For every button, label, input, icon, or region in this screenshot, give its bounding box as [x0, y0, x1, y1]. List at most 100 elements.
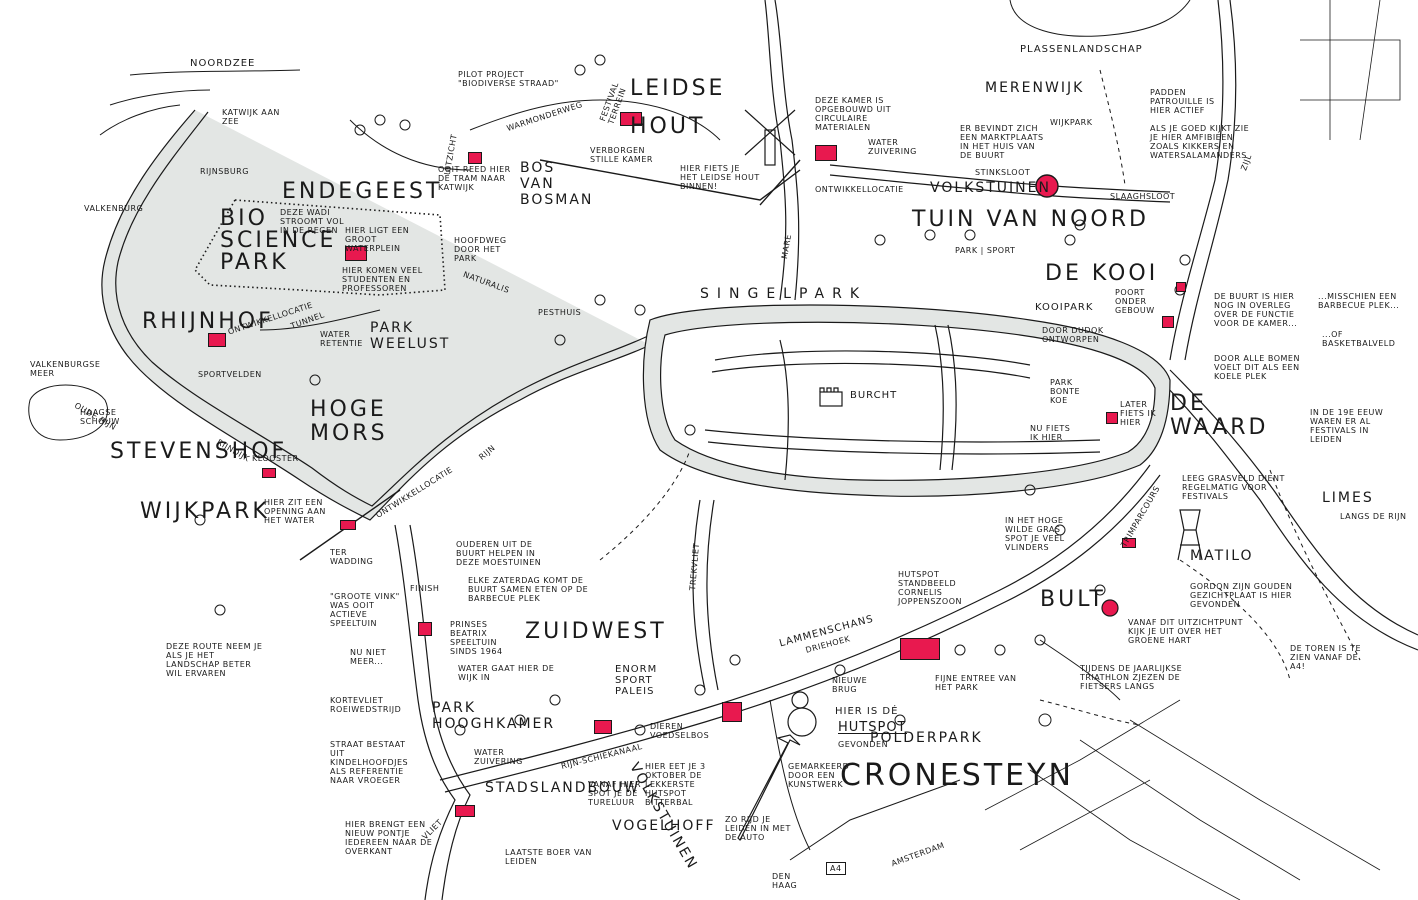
- label-wijkpark-sw: WIJKPARK: [140, 499, 270, 524]
- label-volkstuinen-n: VOLKSTUINEN: [930, 180, 1051, 196]
- hutspot-pot-icon: [787, 691, 817, 737]
- pin-bonte-koe[interactable]: [1106, 412, 1118, 424]
- note-hutspot-beeld: HUTSPOT STANDBEELD CORNELIS JOPPENSZOON: [898, 570, 962, 606]
- note-later-fiets: LATER FIETS IK HIER: [1120, 400, 1157, 427]
- pin-vlinders[interactable]: [1122, 538, 1136, 548]
- label-cronesteyn: CRONESTEYN: [840, 758, 1074, 793]
- note-buurt-overleg: DE BUURT IS HIER NOG IN OVERLEG OVER DE …: [1214, 292, 1298, 328]
- label-a4: A4: [826, 862, 846, 875]
- note-koele-plek: DOOR ALLE BOMEN VOELT DIT ALS EEN KOELE …: [1214, 354, 1300, 381]
- note-water-retentie: WATER RETENTIE: [320, 330, 363, 348]
- note-dierenvoedselbos: DIEREN VOEDSELBOS: [650, 722, 710, 740]
- coast-noordzee: [99, 69, 301, 136]
- trees: [194, 54, 1191, 736]
- label-singelpark: SINGELPARK: [700, 286, 868, 302]
- waterways: [101, 0, 1418, 900]
- note-festivals-19: IN DE 19e EEUW WAREN ER AL FESTIVALS IN …: [1310, 408, 1384, 444]
- note-waterzuivering-s: WATER ZUIVERING: [474, 748, 523, 766]
- label-pesthuis: PESTHUIS: [538, 308, 582, 317]
- note-ouderen: OUDEREN UIT DE BUURT HELPEN IN DEZE MOES…: [456, 540, 542, 567]
- pin-bio-science[interactable]: [345, 246, 367, 261]
- note-wadi: DEZE WADI STROOMT VOL IN DE REGEN: [280, 208, 345, 235]
- pin-sportpaleis[interactable]: [594, 720, 612, 734]
- note-hutspot-a: HIER IS DÉ: [835, 706, 899, 717]
- note-kortevliet: KORTEVLIET ROEIWEDSTRIJD: [330, 696, 402, 714]
- note-groote-vink: "GROOTE VINK" WAS OOIT ACTIEVE SPEELTUIN: [330, 592, 400, 628]
- pin-circulaire-kamer[interactable]: [815, 145, 837, 161]
- pin-ter-wadding[interactable]: [340, 520, 356, 530]
- note-bitterbal: HIER EET JE 3 OKTOBER DE LEKKERSTE HUTSP…: [645, 762, 706, 807]
- label-wijkpark-n: WIJKPARK: [1050, 118, 1093, 127]
- note-triathlon: TIJDENS DE JAARLIJKSE TRIATHLON ZJEZEN D…: [1080, 664, 1183, 691]
- label-endegeest: ENDEGEEST: [282, 179, 443, 204]
- label-noordzee: NOORDZEE: [190, 58, 256, 69]
- marker-circle-bult: [1101, 599, 1119, 617]
- pin-dierenvoedselbos[interactable]: [722, 702, 742, 722]
- note-pontje: HIER BRENGT EEN NIEUW PONTJE IEDEREEN NA…: [345, 820, 433, 856]
- label-valkenburgse-meer: VALKENBURGSE MEER: [30, 360, 101, 378]
- note-pilot: PILOT PROJECT "BIODIVERSE STRAAD": [458, 70, 559, 88]
- note-hoofdweg: HOOFDWEG DOOR HET PARK: [454, 236, 507, 263]
- note-deze-route: DEZE ROUTE NEEM JE ALS JE HET LANDSCHAP …: [166, 642, 263, 678]
- label-finish: FINISH: [410, 584, 440, 593]
- pin-kloosterhof[interactable]: [262, 468, 276, 478]
- note-amfibieen: ALS JE GOED KIJKT ZIE JE HIER AMFIBIEEN …: [1150, 124, 1250, 160]
- label-limes-sub: LANGS DE RIJN: [1340, 512, 1407, 521]
- note-fijne-entree: FIJNE ENTREE VAN HET PARK: [935, 674, 1017, 692]
- label-bos-van-bosman: BOS VAN BOSMAN: [520, 160, 594, 208]
- label-katwijk: KATWIJK AAN ZEE: [222, 108, 280, 126]
- pin-fijne-entree[interactable]: [900, 638, 940, 660]
- a4-arrow-icon: [737, 734, 801, 842]
- pin-kooipark[interactable]: [1162, 316, 1174, 328]
- note-uitzichtpunt: VANAF DIT UITZICHTPUNT KIJK JE UIT OVER …: [1128, 618, 1243, 645]
- label-plassenlandschap: PLASSENLANDSCHAP: [1020, 44, 1143, 55]
- pin-festival-terrein[interactable]: [620, 112, 642, 126]
- note-opening-water: HIER ZIT EEN OPENING AAN HET WATER: [264, 498, 326, 525]
- label-slaaghsloot: SLAAGHSLOOT: [1110, 192, 1176, 201]
- label-sportvelden: SPORTVELDEN: [198, 370, 262, 379]
- note-zaterdag: ELKE ZATERDAG KOMT DE BUURT SAMEN ETEN O…: [468, 576, 589, 603]
- pin-pontje[interactable]: [455, 805, 475, 817]
- note-waterzuivering-n: WATER ZUIVERING: [868, 138, 917, 156]
- burcht-icon: [819, 387, 843, 407]
- label-rhijnhof: RHIJNHOF: [142, 309, 274, 334]
- note-studenten: HIER KOMEN VEEL STUDENTEN EN PROFESSOREN: [342, 266, 423, 293]
- label-kooipark: KOOIPARK: [1035, 302, 1094, 313]
- label-hoge-mors: HOGE MORS: [310, 397, 388, 446]
- label-bult: BULT: [1040, 587, 1106, 612]
- label-park-hooghkamer: PARK HOOGHKAMER: [432, 700, 556, 732]
- note-hutspot-c: GEVONDEN: [838, 740, 889, 749]
- note-prinses-beatrix: PRINSES BEATRIX SPEELTUIN SINDS 1964: [450, 620, 503, 656]
- label-haagse-schouw: HAAGSE SCHOUW: [80, 408, 120, 426]
- pin-rhijnhof[interactable]: [208, 333, 226, 347]
- label-ontwikkellocatie-n: ONTWIKKELLOCATIE: [815, 185, 904, 194]
- river-vliet: [394, 524, 456, 900]
- pin-kooi-poort[interactable]: [1176, 282, 1186, 292]
- river-rijn-east: [1159, 379, 1418, 651]
- lake-plassen: [1009, 0, 1191, 37]
- note-zo-rijd: ZO RIJD JE LEIDEN IN MET DE AUTO: [725, 815, 791, 842]
- note-basketbal: ...OF BASKETBALVELD: [1322, 330, 1396, 348]
- river-oude-rijn: [101, 109, 651, 521]
- parcel-grid: [984, 0, 1401, 900]
- pin-tram[interactable]: [468, 152, 482, 164]
- label-valkenburg: VALKENBURG: [84, 204, 144, 213]
- note-padden: PADDEN PATROUILLE IS HIER ACTIEF: [1150, 88, 1215, 115]
- note-water-wijk: WATER GAAT HIER DE WIJK IN: [458, 664, 555, 682]
- label-stadslandbouw: STADSLANDBOUW: [485, 780, 641, 796]
- pin-speeltuin[interactable]: [418, 622, 432, 636]
- note-leeg-grasveld: LEEG GRASVELD DIENT REGELMATIG VOOR FEST…: [1182, 474, 1285, 501]
- label-stinksloot: STINKSLOOT: [975, 168, 1031, 177]
- note-gordon: GORDON ZIJN GOUDEN GEZICHTPLAAT IS HIER …: [1190, 582, 1293, 609]
- label-ter-wadding: TER WADDING: [330, 548, 374, 566]
- note-dudok: DOOR DUDOK ONTWORPEN: [1042, 326, 1104, 344]
- label-merenwijk: MERENWIJK: [985, 80, 1085, 96]
- note-waterplein: HIER LIGT EEN GROOT WATERPLEIN: [345, 226, 410, 253]
- note-marktplaats: ER BEVINDT ZICH EEN MARKTPLAATS IN HET H…: [960, 124, 1044, 160]
- note-fiets-hout: HIER FIETS JE HET LEIDSE HOUT BINNEN!: [680, 164, 760, 191]
- label-vogelhoff: VOGELHOFF: [612, 818, 716, 834]
- note-kindelhoofdjes: STRAAT BESTAAT UIT KINDELHOOFDJES ALS RE…: [330, 740, 409, 785]
- note-nieuwe-brug: NIEUWE BRUG: [832, 676, 868, 694]
- marker-circle-volkstuinen: [1035, 174, 1059, 198]
- note-hutspot-b: HUTSPOT: [838, 720, 907, 735]
